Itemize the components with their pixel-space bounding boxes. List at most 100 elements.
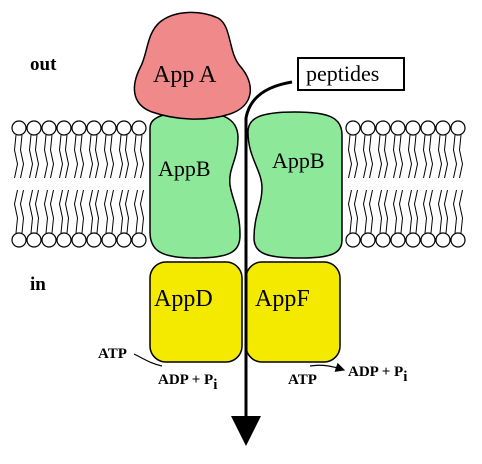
lipid-tail <box>28 189 34 234</box>
lipid-tail <box>124 134 130 179</box>
lipid-tail <box>362 134 368 179</box>
lipid-tail <box>79 189 85 234</box>
lipid-head <box>345 120 361 136</box>
lipid-tail <box>377 189 383 234</box>
lipid-head <box>131 120 147 136</box>
lipid-tail <box>49 134 55 179</box>
lipid-head <box>131 232 147 248</box>
lipid-tail <box>79 134 85 179</box>
lipid-tail <box>88 189 94 234</box>
appa-shape <box>133 11 252 120</box>
lipid-tail <box>94 189 100 234</box>
lipid-tail <box>73 134 79 179</box>
peptides-box <box>297 57 405 91</box>
lipid-tail <box>347 189 353 234</box>
lipid-tail <box>353 134 359 179</box>
lipid-head <box>375 232 391 248</box>
atp-left-curve <box>133 353 163 367</box>
lipid-tail <box>362 189 368 234</box>
lipid-tail <box>422 189 428 234</box>
lipid-tail <box>392 134 398 179</box>
lipid-head <box>405 120 421 136</box>
lipid-head <box>435 120 451 136</box>
lipid-head <box>86 232 102 248</box>
lipid-tail <box>43 134 49 179</box>
lipid-head <box>420 232 436 248</box>
lipid-tail <box>133 189 139 234</box>
lipid-tail <box>437 189 443 234</box>
lipid-tail <box>353 189 359 234</box>
out-label: out <box>30 54 57 75</box>
lipid-tail <box>103 134 109 179</box>
lipid-tail <box>368 134 374 179</box>
atp-right-label: ATP <box>288 372 317 388</box>
pi-right-subscript: i <box>403 369 407 385</box>
lipid-head <box>405 232 421 248</box>
lipid-head <box>360 120 376 136</box>
lipid-tail <box>398 134 404 179</box>
pi-left-subscript: i <box>213 377 217 393</box>
lipid-tail <box>368 189 374 234</box>
lipid-head <box>116 120 132 136</box>
lipid-tail <box>452 134 458 179</box>
lipid-head <box>345 232 361 248</box>
lipid-head <box>71 120 87 136</box>
lipid-tail <box>34 134 40 179</box>
in-label: in <box>30 274 46 295</box>
lipid-tail <box>13 189 19 234</box>
lipid-tail <box>407 134 413 179</box>
appf-label: AppF <box>255 286 310 312</box>
lipid-tail <box>422 134 428 179</box>
lipid-tail <box>49 189 55 234</box>
lipid-tail <box>64 189 70 234</box>
lipid-tail <box>109 189 115 234</box>
lipid-head <box>450 120 466 136</box>
lipid-head <box>101 120 117 136</box>
lipid-tail <box>19 189 25 234</box>
lipid-tail <box>118 134 124 179</box>
lipid-head <box>56 120 72 136</box>
lipid-tail <box>109 134 115 179</box>
lipid-tail <box>139 134 145 179</box>
lipid-tail <box>133 134 139 179</box>
lipid-tail <box>398 189 404 234</box>
peptides-label: peptides <box>306 61 379 86</box>
lipid-tail <box>58 189 64 234</box>
lipid-tail <box>458 134 464 179</box>
lipid-tail <box>73 189 79 234</box>
appb-right-label: AppB <box>272 148 325 173</box>
appb-right-shape <box>247 111 343 259</box>
lipid-tail <box>392 189 398 234</box>
lipid-head <box>390 232 406 248</box>
lipid-tail <box>43 189 49 234</box>
lipid-head <box>420 120 436 136</box>
adp-right-text: ADP + P <box>348 364 403 380</box>
lipid-tail <box>452 189 458 234</box>
lipid-head <box>26 232 42 248</box>
appd-shape <box>149 261 243 363</box>
lipid-head <box>26 120 42 136</box>
lipid-tail <box>13 134 19 179</box>
lipid-tail <box>28 134 34 179</box>
adp-left-label: ADP + Pi <box>158 372 217 393</box>
lipid-head <box>116 232 132 248</box>
appd-label: AppD <box>154 286 213 312</box>
lipid-tail <box>377 134 383 179</box>
lipid-tail <box>383 134 389 179</box>
lipid-head <box>71 232 87 248</box>
lipid-tail <box>428 134 434 179</box>
lipid-head <box>450 232 466 248</box>
lipid-tail <box>64 134 70 179</box>
lipid-head <box>375 120 391 136</box>
lipid-tail <box>413 189 419 234</box>
lipid-head <box>11 232 27 248</box>
lipid-tail <box>124 189 130 234</box>
lipid-tail <box>19 134 25 179</box>
appa-label: App A <box>153 62 217 88</box>
adp-left-text: ADP + P <box>158 372 213 388</box>
lipid-tail <box>94 134 100 179</box>
lipid-tail <box>413 134 419 179</box>
lipid-head <box>86 120 102 136</box>
lipid-tail <box>139 189 145 234</box>
